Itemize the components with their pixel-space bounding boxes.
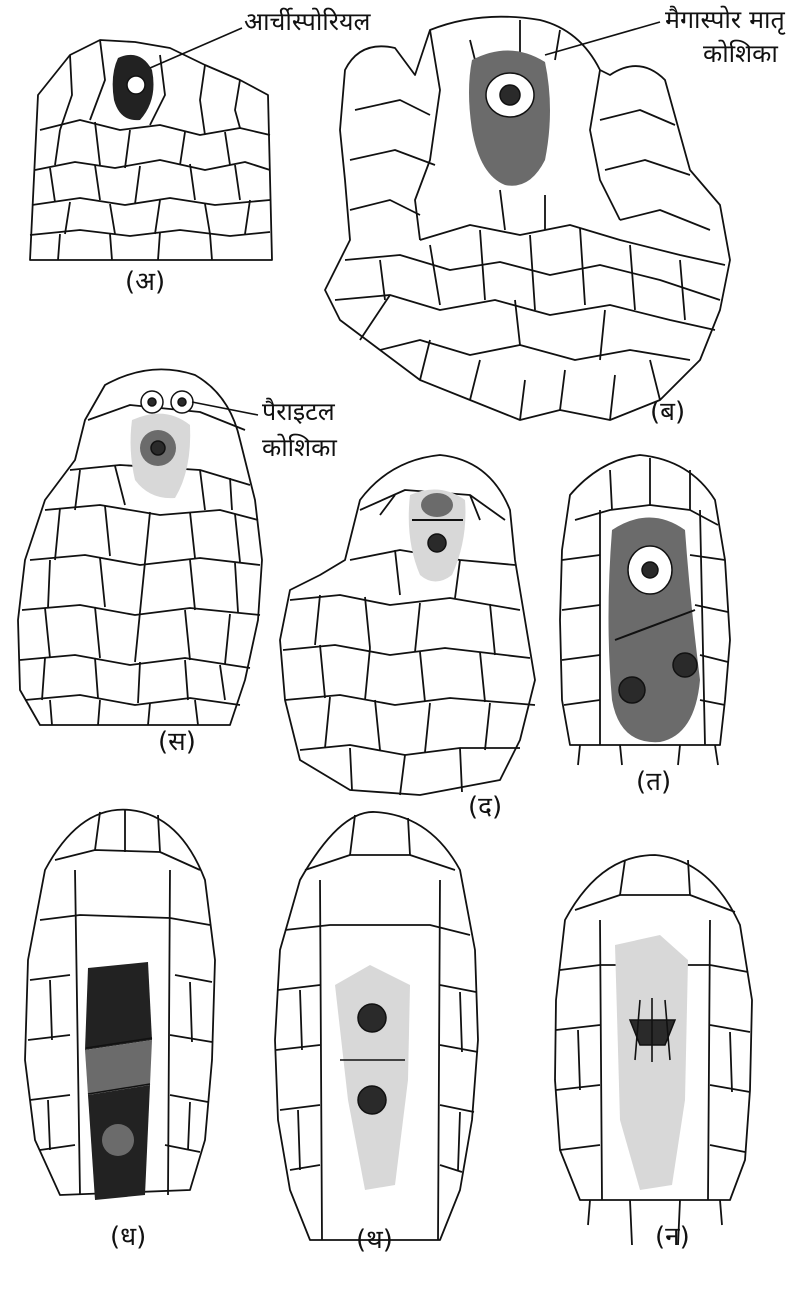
panel-e-tetrad — [609, 518, 701, 743]
panel-b-caption: (ब) — [650, 397, 685, 427]
panel-f-caption: (ध) — [110, 1222, 146, 1252]
panel-d-caption: (द) — [468, 792, 502, 822]
megaspore-mother-cell — [469, 50, 550, 185]
parietal-label-line1: पैराइटल — [262, 397, 336, 426]
panel-h-caption: (न) — [655, 1222, 690, 1252]
panel-d-tissue — [280, 455, 535, 795]
archesporial-leader — [150, 28, 242, 68]
panel-c-megaspore-mother-cell — [131, 414, 191, 499]
archesporial-cell — [113, 55, 154, 120]
panel-f-megaspores — [85, 962, 152, 1200]
panel-g-caption: (थ) — [356, 1225, 393, 1255]
panel-e-caption: (त) — [636, 767, 671, 797]
panel-c-caption: (स) — [158, 727, 196, 757]
panel-d-dyad — [409, 490, 466, 582]
parietal-label-line2: कोशिका — [262, 433, 337, 462]
megaspore-leader — [545, 22, 660, 55]
megaspore-label-line1: मैगास्पोर मातृ — [665, 5, 786, 35]
panel-g-functional-megaspore — [335, 965, 410, 1190]
parietal-cells — [141, 391, 193, 413]
megaspore-label-line2: कोशिका — [703, 39, 778, 68]
panel-a-caption: (अ) — [125, 267, 165, 297]
panel-h-megaspore-spindle — [615, 935, 688, 1190]
archesporial-label: आर्चीस्पोरियल — [244, 7, 372, 36]
